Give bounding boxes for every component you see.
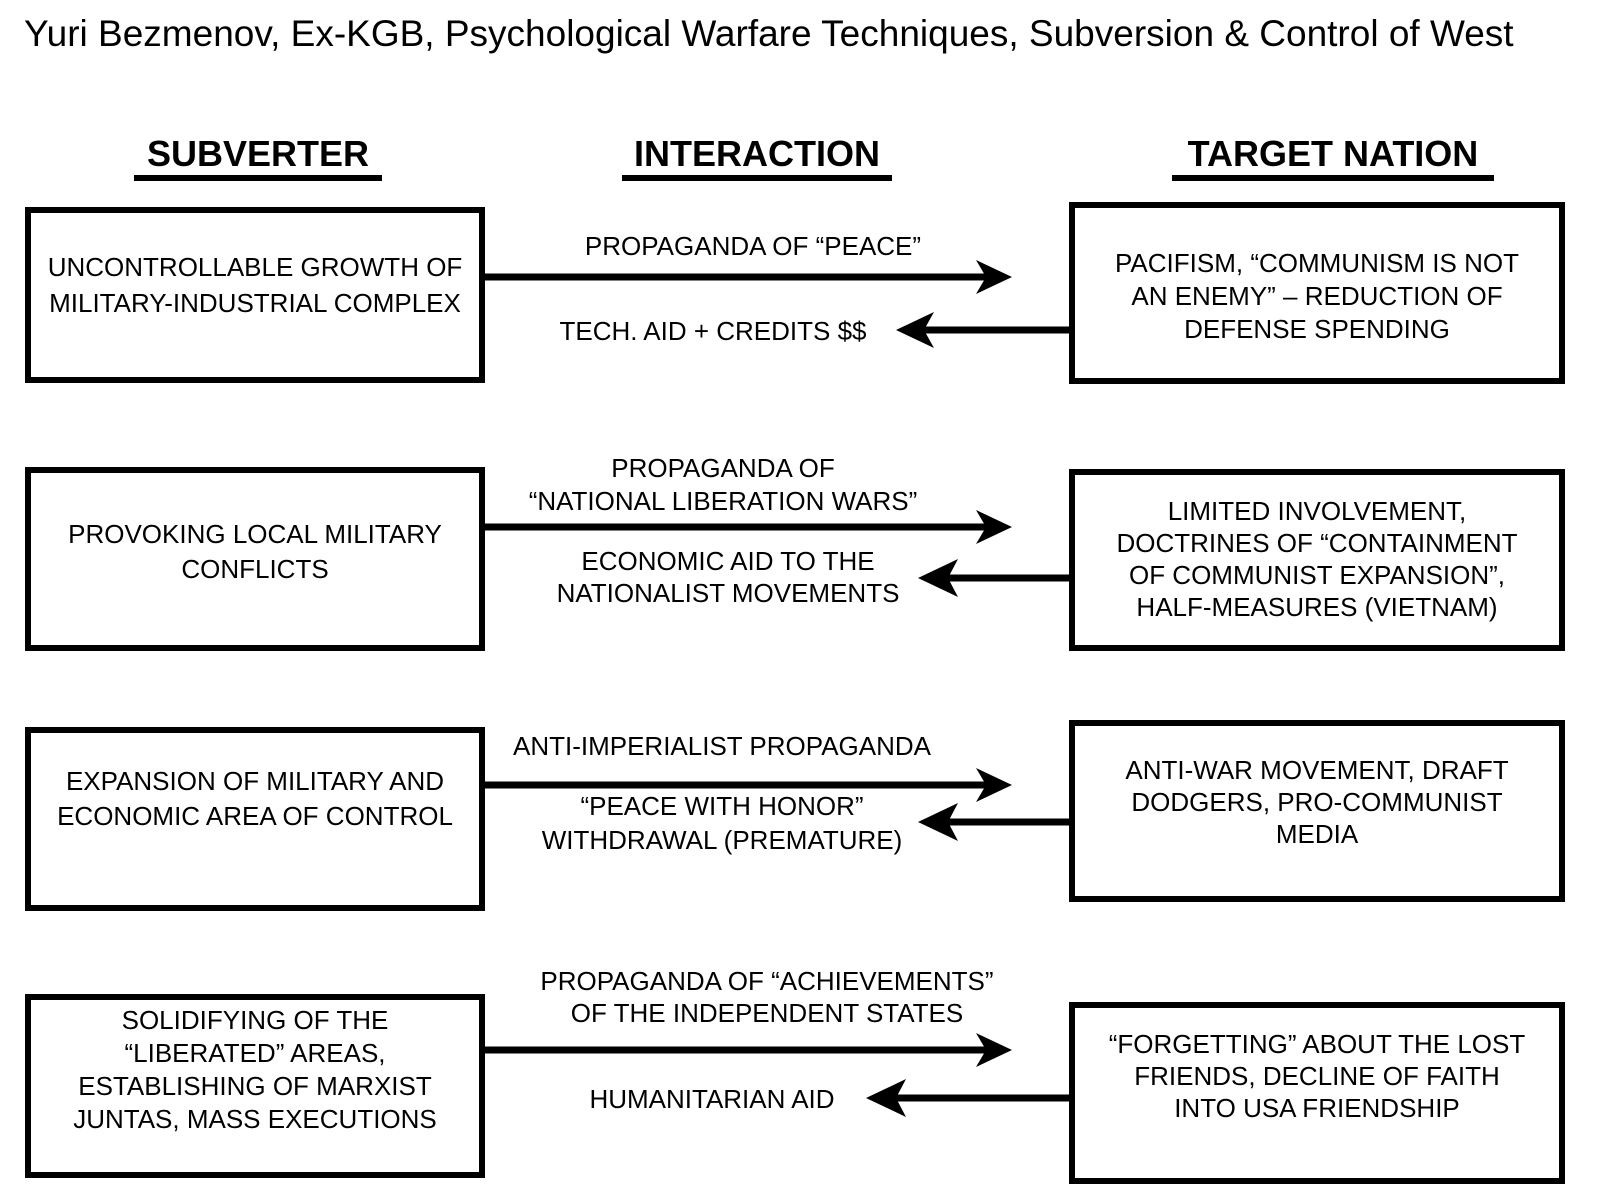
forward-arrow-4-label-line-1: PROPAGANDA OF “ACHIEVEMENTS” xyxy=(540,966,993,996)
flow-row-3: EXPANSION OF MILITARY AND ECONOMIC AREA … xyxy=(25,720,1565,911)
back-arrow-2-label-line-2: NATIONALIST MOVEMENTS xyxy=(557,578,900,608)
target-box-3-line-3: MEDIA xyxy=(1276,819,1359,849)
subverter-box-2[interactable] xyxy=(25,467,485,651)
column-header-subverter: SUBVERTER xyxy=(134,133,382,181)
target-box-1[interactable] xyxy=(1069,202,1565,384)
flow-row-2: PROVOKING LOCAL MILITARY CONFLICTS PROPA… xyxy=(25,453,1565,651)
subverter-box-3[interactable] xyxy=(25,727,485,911)
flow-row-1: UNCONTROLLABLE GROWTH OF MILITARY-INDUST… xyxy=(25,202,1565,384)
page-title: Yuri Bezmenov, Ex-KGB, Psychological War… xyxy=(24,13,1514,54)
forward-arrow-3-head xyxy=(976,768,1012,802)
forward-arrow-3-label-line-1: ANTI-IMPERIALIST PROPAGANDA xyxy=(513,731,932,761)
subverter-box-3-line-1: EXPANSION OF MILITARY AND xyxy=(66,766,444,796)
back-arrow-2-label-line-1: ECONOMIC AID TO THE xyxy=(581,546,874,576)
flow-row-4: SOLIDIFYING OF THE “LIBERATED” AREAS, ES… xyxy=(25,966,1565,1184)
target-box-3[interactable] xyxy=(1069,720,1565,902)
target-box-4-line-2: FRIENDS, DECLINE OF FAITH xyxy=(1134,1061,1500,1091)
back-arrow-4-head xyxy=(866,1079,906,1117)
subverter-box-4[interactable] xyxy=(25,994,485,1178)
forward-arrow-1-head xyxy=(976,260,1012,294)
target-box-2-line-4: HALF-MEASURES (VIETNAM) xyxy=(1136,592,1497,622)
forward-arrow-2-head xyxy=(976,510,1012,544)
target-box-2-line-1: LIMITED INVOLVEMENT, xyxy=(1168,496,1467,526)
forward-arrow-4-head xyxy=(976,1033,1012,1067)
subverter-box-2-line-2: CONFLICTS xyxy=(181,554,328,584)
back-arrow-2-head xyxy=(918,559,958,597)
subverter-box-1-line-2: MILITARY-INDUSTRIAL COMPLEX xyxy=(49,288,461,318)
column-header-subverter-label: SUBVERTER xyxy=(147,133,369,174)
target-box-1-line-2: AN ENEMY” – REDUCTION OF xyxy=(1131,281,1502,311)
subverter-box-1-line-1: UNCONTROLLABLE GROWTH OF xyxy=(48,252,463,282)
back-arrow-1-label-line-1: TECH. AID + CREDITS $$ xyxy=(559,316,867,346)
subverter-box-1[interactable] xyxy=(25,207,485,383)
column-header-target-nation-label: TARGET NATION xyxy=(1188,133,1479,174)
back-arrow-4-label-line-1: HUMANITARIAN AID xyxy=(589,1084,834,1114)
target-box-3-line-1: ANTI-WAR MOVEMENT, DRAFT xyxy=(1125,755,1508,785)
column-header-interaction: INTERACTION xyxy=(622,133,892,181)
subverter-box-3-line-2: ECONOMIC AREA OF CONTROL xyxy=(57,801,453,831)
subverter-box-4-line-3: ESTABLISHING OF MARXIST xyxy=(78,1071,432,1101)
subverter-box-2-line-1: PROVOKING LOCAL MILITARY xyxy=(68,519,442,549)
forward-arrow-4-label-line-2: OF THE INDEPENDENT STATES xyxy=(571,998,963,1028)
target-box-4-line-3: INTO USA FRIENDSHIP xyxy=(1174,1093,1460,1123)
back-arrow-1-head xyxy=(896,312,934,348)
target-box-1-line-1: PACIFISM, “COMMUNISM IS NOT xyxy=(1115,248,1519,278)
column-header-target-nation: TARGET NATION xyxy=(1172,133,1494,181)
subverter-box-4-line-1: SOLIDIFYING OF THE xyxy=(122,1005,389,1035)
back-arrow-3-head xyxy=(918,803,958,841)
target-box-2-line-2: DOCTRINES OF “CONTAINMENT xyxy=(1116,528,1517,558)
target-box-3-line-2: DODGERS, PRO-COMMUNIST xyxy=(1131,787,1502,817)
target-box-4-line-1: “FORGETTING” ABOUT THE LOST xyxy=(1109,1029,1526,1059)
column-header-interaction-label: INTERACTION xyxy=(634,133,880,174)
target-box-1-line-3: DEFENSE SPENDING xyxy=(1184,314,1450,344)
target-box-4[interactable] xyxy=(1069,1002,1565,1184)
subverter-box-4-line-2: “LIBERATED” AREAS, xyxy=(124,1038,385,1068)
back-arrow-3-label-line-1: “PEACE WITH HONOR” xyxy=(580,791,863,821)
back-arrow-3-label-line-2: WITHDRAWAL (PREMATURE) xyxy=(542,825,903,855)
target-box-2-line-3: OF COMMUNIST EXPANSION”, xyxy=(1129,560,1505,590)
forward-arrow-1-label-line-1: PROPAGANDA OF “PEACE” xyxy=(585,231,921,261)
forward-arrow-2-label-line-1: PROPAGANDA OF xyxy=(611,453,834,483)
forward-arrow-2-label-line-2: “NATIONAL LIBERATION WARS” xyxy=(529,486,918,516)
target-box-2[interactable] xyxy=(1069,469,1565,651)
subverter-box-4-line-4: JUNTAS, MASS EXECUTIONS xyxy=(73,1104,437,1134)
